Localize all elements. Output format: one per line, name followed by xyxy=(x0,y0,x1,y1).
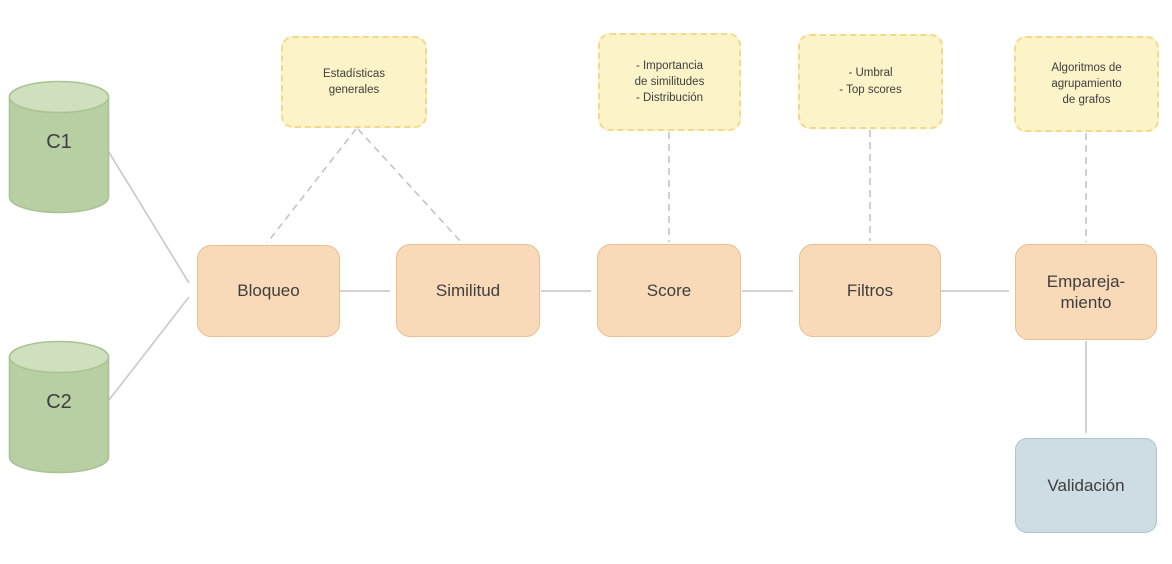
stage-score: Score xyxy=(597,244,741,337)
note-importancia-distribucion: - Importancia de similitudes - Distribuc… xyxy=(598,33,741,131)
stage-similitud: Similitud xyxy=(396,244,540,337)
note-estadisticas-generales: Estadísticas generales xyxy=(281,36,427,128)
result-validacion: Validación xyxy=(1015,438,1157,533)
dashed-estadisticas-to-similitud xyxy=(357,128,463,244)
dashed-estadisticas-to-bloqueo xyxy=(266,128,357,244)
database-cylinder-icon xyxy=(8,80,110,214)
source-label: C1 xyxy=(46,130,72,153)
arrow-c2-to-bloqueo xyxy=(108,296,190,401)
arrow-c1-to-bloqueo xyxy=(106,148,190,284)
note-algoritmos-agrupamiento: Algoritmos de agrupamiento de grafos xyxy=(1014,36,1159,132)
source-node-c2: C2 xyxy=(8,340,110,474)
stage-emparejamiento: Empareja- miento xyxy=(1015,244,1157,340)
stage-bloqueo: Bloqueo xyxy=(197,245,340,337)
stage-filtros: Filtros xyxy=(799,244,941,337)
source-node-c1: C1 xyxy=(8,80,110,214)
note-umbral-top-scores: - Umbral - Top scores xyxy=(798,34,943,129)
database-cylinder-icon xyxy=(8,340,110,474)
source-label: C2 xyxy=(46,390,72,413)
